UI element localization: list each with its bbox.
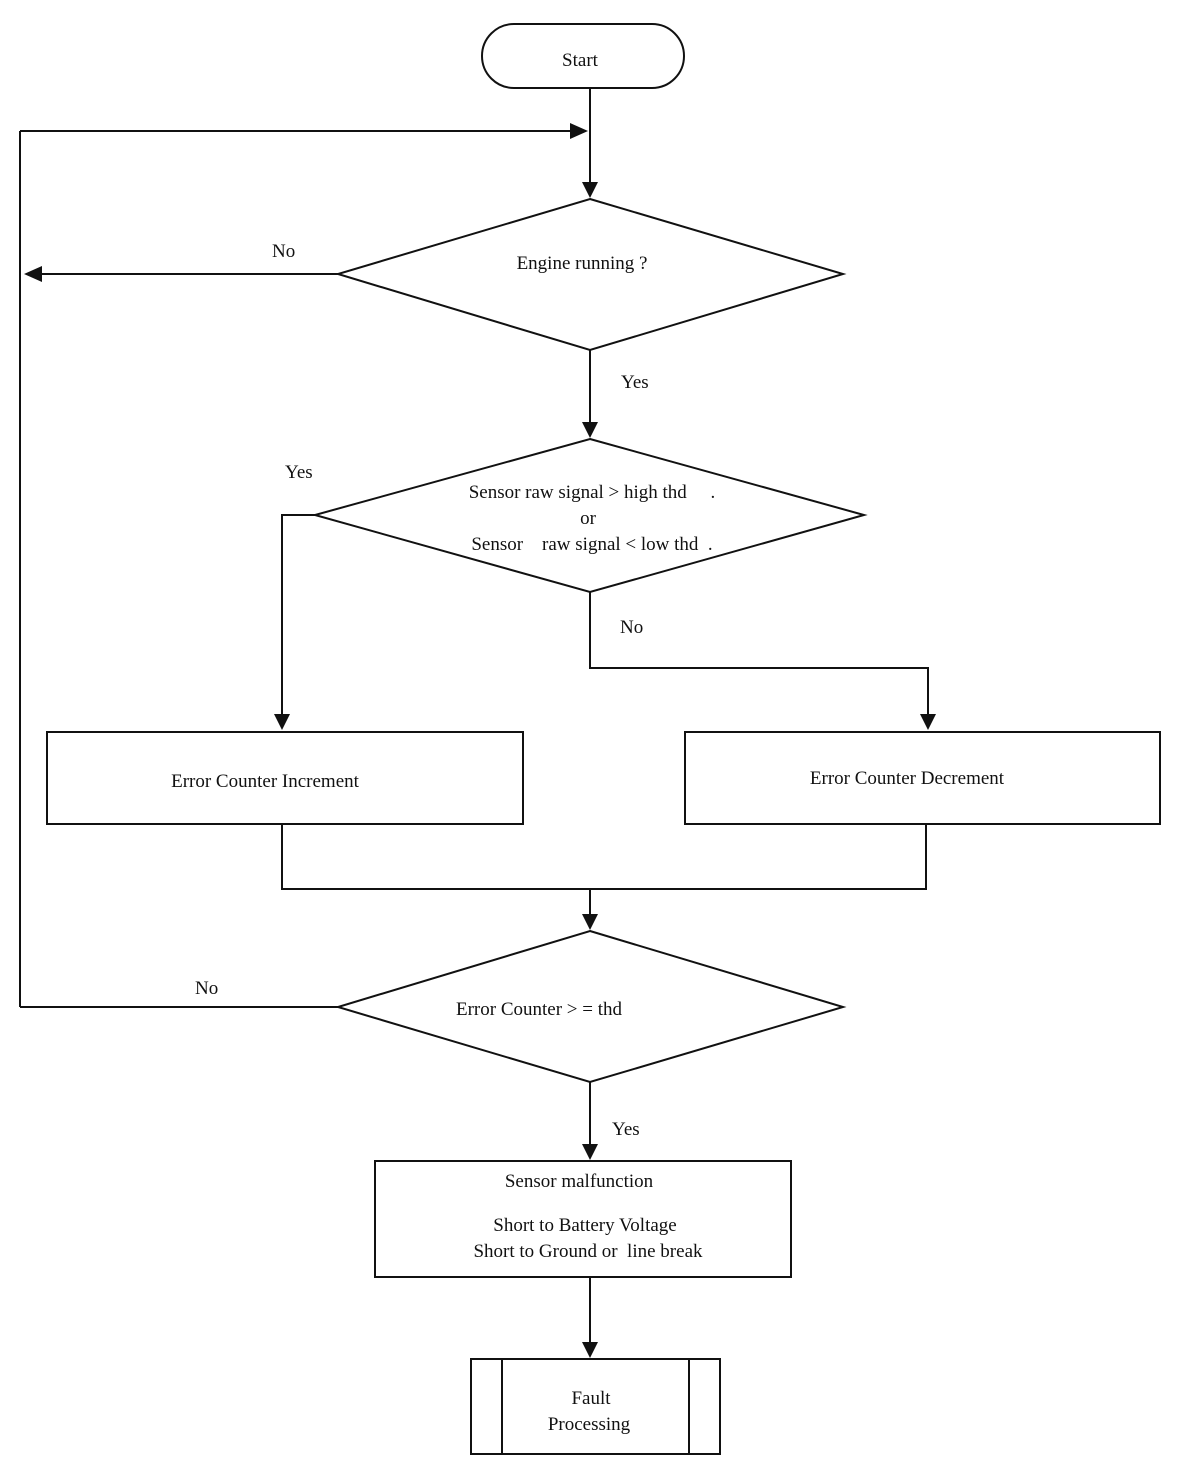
sensor-malfunction-title: Sensor malfunction [505, 1171, 654, 1192]
fault-processing-line1: Fault [571, 1388, 611, 1409]
error-counter-increment-box [46, 731, 524, 825]
error-counter-decrement-box [684, 731, 1161, 825]
engine-running-decision [334, 197, 847, 352]
sensor-malfunction-line1: Short to Battery Voltage [493, 1215, 676, 1236]
arrowhead-loop-join [570, 123, 588, 139]
engine-no-label: No [272, 241, 295, 262]
sensor-signal-line3: Sensor raw signal < low thd . [471, 534, 712, 555]
arrowhead-sensor-check [582, 422, 598, 438]
sensor-malfunction-box [374, 1160, 792, 1278]
arrowhead-engine-check [582, 182, 598, 198]
arrowhead-fault [582, 1342, 598, 1358]
arrowhead-increment [274, 714, 290, 730]
arrowhead-decrement [920, 714, 936, 730]
engine-running-label: Engine running ? [517, 253, 648, 274]
error-counter-increment-label: Error Counter Increment [171, 771, 360, 792]
fault-processing-line2: Processing [548, 1414, 631, 1435]
fault-processing-box [470, 1358, 721, 1455]
error-counter-decision [334, 929, 847, 1084]
sensor-signal-line2: or [580, 508, 597, 529]
sensor-malfunction-line2: Short to Ground or line break [473, 1241, 703, 1262]
error-counter-decision-label: Error Counter > = thd [456, 999, 623, 1020]
start-label: Start [562, 50, 599, 71]
edge-sensor-no [589, 592, 929, 716]
edge-sensor-yes [281, 514, 315, 716]
start-terminator [481, 23, 685, 89]
counter-yes-label: Yes [612, 1119, 640, 1140]
engine-yes-label: Yes [621, 372, 649, 393]
counter-no-label: No [195, 978, 218, 999]
error-counter-decrement-label: Error Counter Decrement [810, 768, 1005, 789]
arrowhead-malfunction [582, 1144, 598, 1160]
sensor-yes-label: Yes [285, 462, 313, 483]
edge-increment-merge [281, 824, 927, 890]
sensor-no-label: No [620, 617, 643, 638]
arrowhead-counter-check [582, 914, 598, 930]
sensor-signal-line1: Sensor raw signal > high thd . [469, 482, 716, 503]
sensor-signal-decision [311, 437, 868, 594]
arrowhead-engine-no [24, 266, 42, 282]
